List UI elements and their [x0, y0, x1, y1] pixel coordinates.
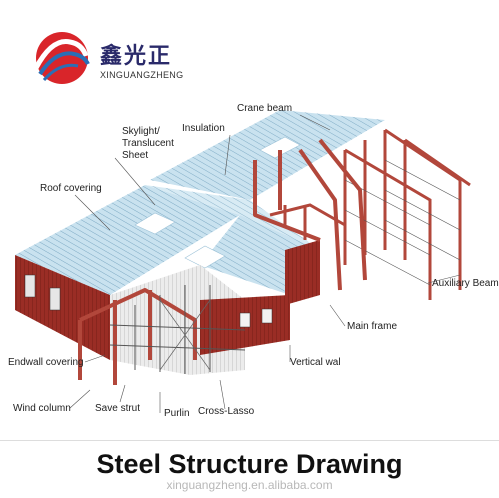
logo-mark-icon — [33, 32, 90, 84]
steel-structure-illustration — [15, 110, 471, 413]
brand-name-chinese: 鑫光正 — [100, 43, 173, 69]
watermark-text: xinguangzheng.en.alibaba.com — [166, 478, 333, 492]
label-vertical-wall: Vertical wal — [290, 357, 341, 368]
crane-beam-structure — [269, 203, 346, 240]
label-roof-covering: Roof covering — [40, 183, 102, 194]
label-wind-column: Wind column — [13, 403, 71, 414]
label-save-strut: Save strut — [95, 403, 141, 414]
label-crane-beam: Crane beam — [237, 103, 293, 114]
leader-lines — [69, 114, 461, 413]
skylight-panels — [134, 136, 301, 269]
label-endwall-covering: Endwall covering — [8, 357, 84, 368]
label-main-frame: Main frame — [347, 321, 398, 332]
label-cross-lasso: Cross-Lasso — [198, 406, 255, 417]
label-skylight: Skylight/ Translucent Sheet — [122, 126, 174, 161]
label-purlin: Purlin — [164, 408, 190, 419]
title-bar — [0, 440, 499, 498]
cross-bracing — [159, 299, 211, 371]
side-wall-doors — [24, 274, 61, 311]
page-title: Steel Structure Drawing — [96, 449, 403, 479]
gable-columns — [109, 285, 246, 374]
brand-name-english: XINGUANGZHENG — [100, 70, 184, 80]
main-frames — [78, 138, 367, 385]
front-wall-windows — [239, 308, 273, 328]
label-insulation: Insulation — [182, 123, 225, 134]
label-auxiliary-beam: Auxiliary Beam — [432, 278, 499, 289]
